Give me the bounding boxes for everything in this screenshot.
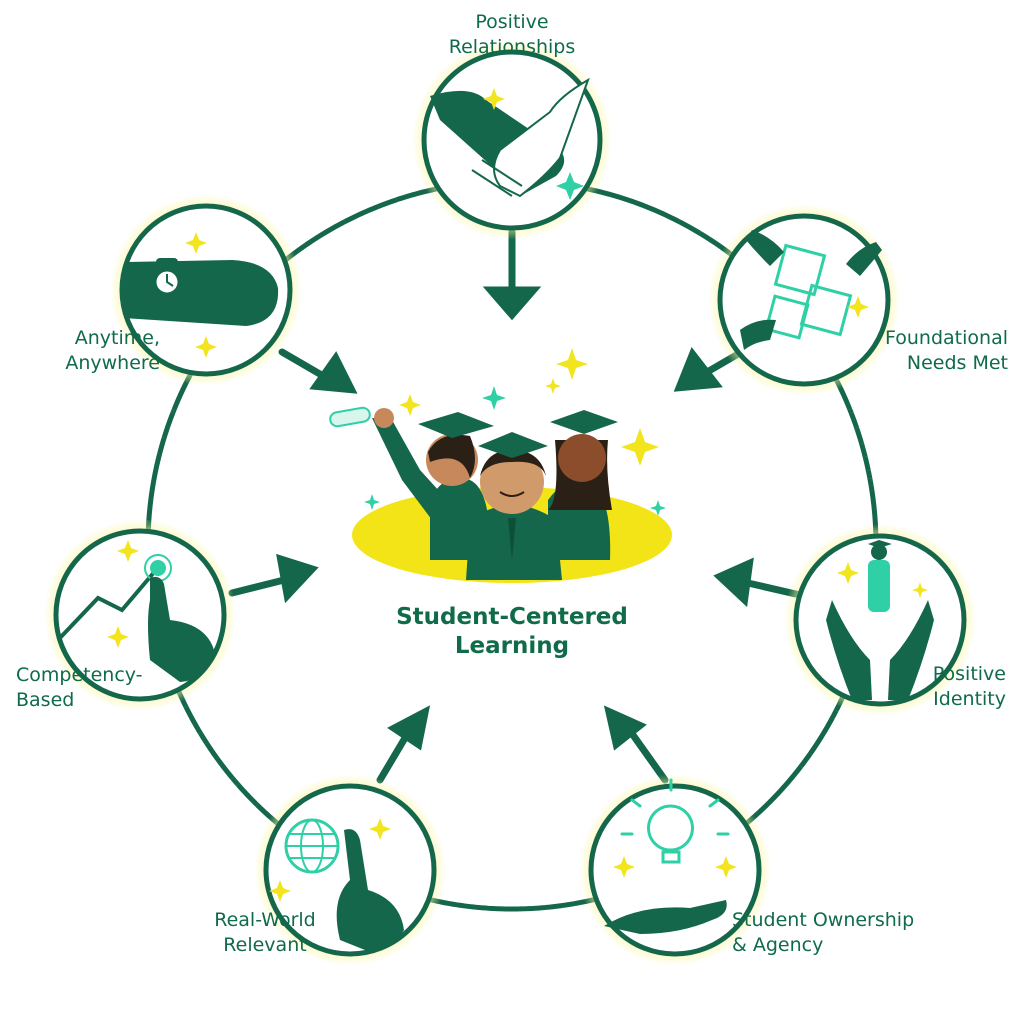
arrow-from-upper-left [278, 348, 358, 394]
center-title: Student-Centered Learning [362, 603, 662, 661]
node-circles [44, 40, 976, 966]
center-title-line2: Learning [454, 633, 570, 659]
label-student-ownership-agency: Student Ownership & Agency [732, 908, 932, 958]
label-line: Student Ownership [732, 909, 915, 931]
label-competency-based: Competency- Based [16, 663, 166, 713]
label-line: Competency- [16, 664, 143, 686]
wristwatch-icon [124, 232, 279, 358]
arrow-from-top [482, 228, 542, 321]
sparkle-icon [399, 348, 659, 466]
node-competency-based [44, 519, 236, 711]
label-anytime-anywhere: Anytime, Anywhere [48, 326, 160, 376]
label-line: Based [16, 689, 75, 711]
center-title-line1: Student-Centered [396, 604, 628, 630]
arrow-from-left [228, 553, 319, 604]
node-student-ownership-agency [579, 774, 771, 966]
node-positive-identity [784, 524, 976, 716]
node-anytime-anywhere [110, 194, 302, 386]
puzzle-hands-icon [740, 230, 882, 350]
growth-chart-finger-icon [56, 540, 214, 682]
label-line: Needs Met [906, 352, 1008, 374]
label-real-world-relevant: Real-World Relevant [192, 908, 338, 958]
label-line: Positive [475, 11, 549, 33]
label-line: Anywhere [65, 352, 160, 374]
label-line: Foundational [885, 327, 1008, 349]
arrows [228, 228, 804, 784]
handshake-icon [430, 77, 590, 200]
label-foundational-needs-met: Foundational Needs Met [866, 326, 1008, 376]
node-positive-relationships [412, 40, 612, 240]
label-line: Positive [932, 663, 1006, 685]
label-positive-identity: Positive Identity [900, 662, 1006, 712]
graduates-icon [329, 348, 672, 583]
lightbulb-hand-icon [604, 778, 737, 934]
label-line: Relevant [223, 934, 307, 956]
label-line: Anytime, [74, 327, 160, 349]
node-foundational-needs-met [708, 204, 900, 396]
label-line: Identity [933, 688, 1006, 710]
label-positive-relationships: Positive Relationships [442, 10, 582, 60]
label-line: & Agency [732, 934, 824, 956]
node-real-world-relevant [254, 774, 446, 966]
arrow-from-lower-left [376, 705, 431, 784]
arrow-from-lower-right [603, 705, 669, 784]
label-line: Real-World [214, 909, 316, 931]
globe-finger-icon [269, 818, 404, 952]
graduate-in-hands-icon [826, 540, 934, 700]
label-line: Relationships [448, 36, 576, 58]
